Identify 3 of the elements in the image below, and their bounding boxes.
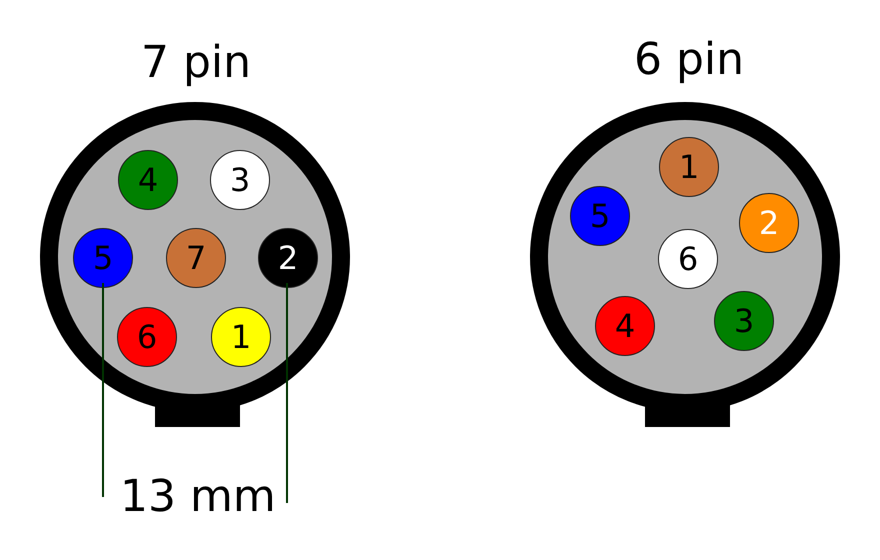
connector-heading: 7 pin xyxy=(140,36,252,90)
dimension-label: 13 mm xyxy=(120,471,276,523)
connector-heading: 6 pin xyxy=(634,33,744,87)
